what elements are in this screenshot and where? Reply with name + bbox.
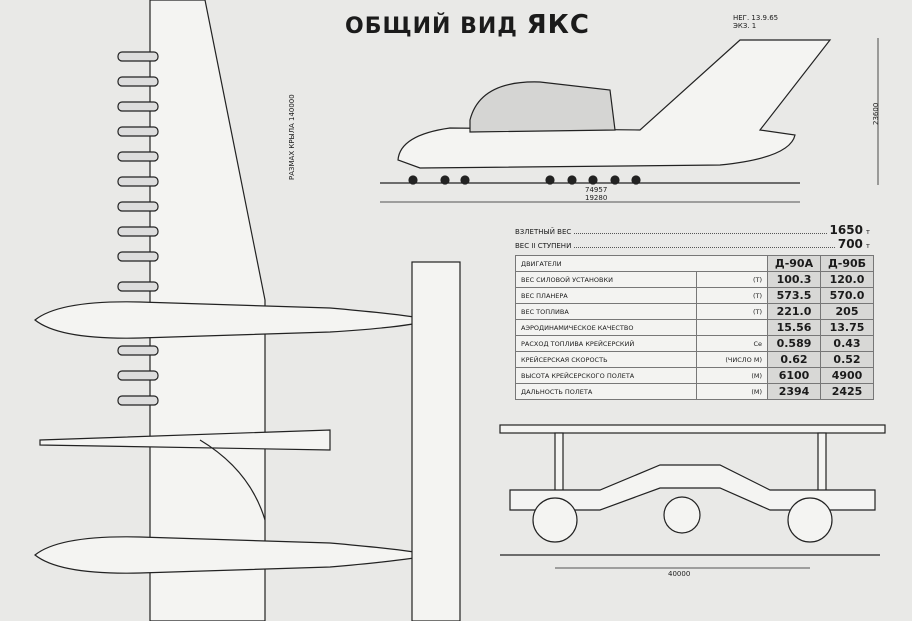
stage2-weight-label: ВЕС II СТУПЕНИ	[515, 242, 572, 250]
row-value-a: 221.0	[767, 303, 821, 320]
row-value-a: 0.589	[767, 335, 821, 352]
stage2-weight-unit: т	[865, 242, 870, 250]
specs-table: ДВИГАТЕЛИ Д-90А Д-90Б ВЕС СИЛОВОЙ УСТАНО…	[515, 255, 874, 400]
height-label: 23600	[872, 102, 880, 125]
row-value-b: 4900	[820, 367, 874, 384]
takeoff-weight: ВЗЛЕТНЫЙ ВЕС 1650 т	[515, 223, 870, 237]
row-value-b: 0.52	[820, 351, 874, 368]
row-unit: (М)	[696, 383, 768, 400]
row-label: РАСХОД ТОПЛИВА КРЕЙСЕРСКИЙ	[515, 335, 697, 352]
drawing-title: ОБЩИЙ ВИД ЯКС	[345, 10, 590, 40]
row-value-a: 2394	[767, 383, 821, 400]
row-unit	[696, 319, 768, 336]
row-value-b: 120.0	[820, 271, 874, 288]
length-label-1: 74957	[585, 186, 608, 194]
row-unit: (Т)	[696, 303, 768, 320]
takeoff-weight-unit: т	[865, 228, 870, 236]
row-label: ВЕС ТОПЛИВА	[515, 303, 697, 320]
second-stage-wing	[411, 261, 461, 621]
stage2-weight-value: 700	[837, 237, 863, 251]
row-value-b: 2425	[820, 383, 874, 400]
weight-specs: ВЗЛЕТНЫЙ ВЕС 1650 т ВЕС II СТУПЕНИ 700 т	[515, 223, 870, 251]
title-name: ЯКС	[526, 10, 590, 40]
row-unit: (ЧИСЛО М)	[696, 351, 768, 368]
row-unit: (М)	[696, 367, 768, 384]
row-label: ВЕС СИЛОВОЙ УСТАНОВКИ	[515, 271, 697, 288]
plan-view	[34, 0, 461, 621]
sheet-note: НЕГ. 13.9.65 ЭКЗ. 1	[733, 14, 778, 30]
header-col1: Д-90А	[767, 255, 821, 272]
row-value-b: 205	[820, 303, 874, 320]
row-unit: (Т)	[696, 271, 768, 288]
front-view	[499, 424, 886, 569]
takeoff-weight-value: 1650	[829, 223, 863, 237]
row-value-a: 15.56	[767, 319, 821, 336]
engine-row	[117, 51, 159, 406]
lower-wing-front	[509, 464, 876, 511]
row-label: АЭРОДИНАМИЧЕСКОЕ КАЧЕСТВО	[515, 319, 697, 336]
row-value-b: 570.0	[820, 287, 874, 304]
row-label: ВЕС ПЛАНЕРА	[515, 287, 697, 304]
title-prefix: ОБЩИЙ ВИД	[345, 14, 518, 39]
row-value-b: 13.75	[820, 319, 874, 336]
stabilizer	[39, 429, 331, 451]
side-view	[380, 38, 879, 203]
table-header: ДВИГАТЕЛИ Д-90А Д-90Б	[515, 255, 874, 272]
length-label-2: 19280	[585, 194, 608, 202]
wingspan-label: РАЗМАХ КРЫЛА 140000	[288, 94, 296, 180]
upper-wing-front	[499, 424, 886, 434]
row-unit: (Т)	[696, 287, 768, 304]
fuselage-lower	[34, 536, 431, 574]
row-value-a: 573.5	[767, 287, 821, 304]
takeoff-weight-label: ВЗЛЕТНЫЙ ВЕС	[515, 228, 572, 236]
side-wheels	[408, 175, 641, 185]
sheet-note-line2: ЭКЗ. 1	[733, 22, 757, 30]
header-col2: Д-90Б	[820, 255, 874, 272]
row-value-a: 0.62	[767, 351, 821, 368]
header-label: ДВИГАТЕЛИ	[515, 255, 768, 272]
track-label: 40000	[668, 570, 691, 578]
row-label: ВЫСОТА КРЕЙСЕРСКОГО ПОЛЕТА	[515, 367, 697, 384]
row-unit: Се	[696, 335, 768, 352]
row-value-b: 0.43	[820, 335, 874, 352]
fuselage-upper	[34, 301, 433, 339]
row-label: КРЕЙСЕРСКАЯ СКОРОСТЬ	[515, 351, 697, 368]
second-stage-side	[469, 81, 616, 133]
stage2-weight: ВЕС II СТУПЕНИ 700 т	[515, 237, 870, 251]
row-value-a: 100.3	[767, 271, 821, 288]
row-value-a: 6100	[767, 367, 821, 384]
row-label: ДАЛЬНОСТЬ ПОЛЕТА	[515, 383, 697, 400]
fuselage-side	[397, 39, 832, 169]
sheet-note-line1: НЕГ. 13.9.65	[733, 14, 779, 22]
